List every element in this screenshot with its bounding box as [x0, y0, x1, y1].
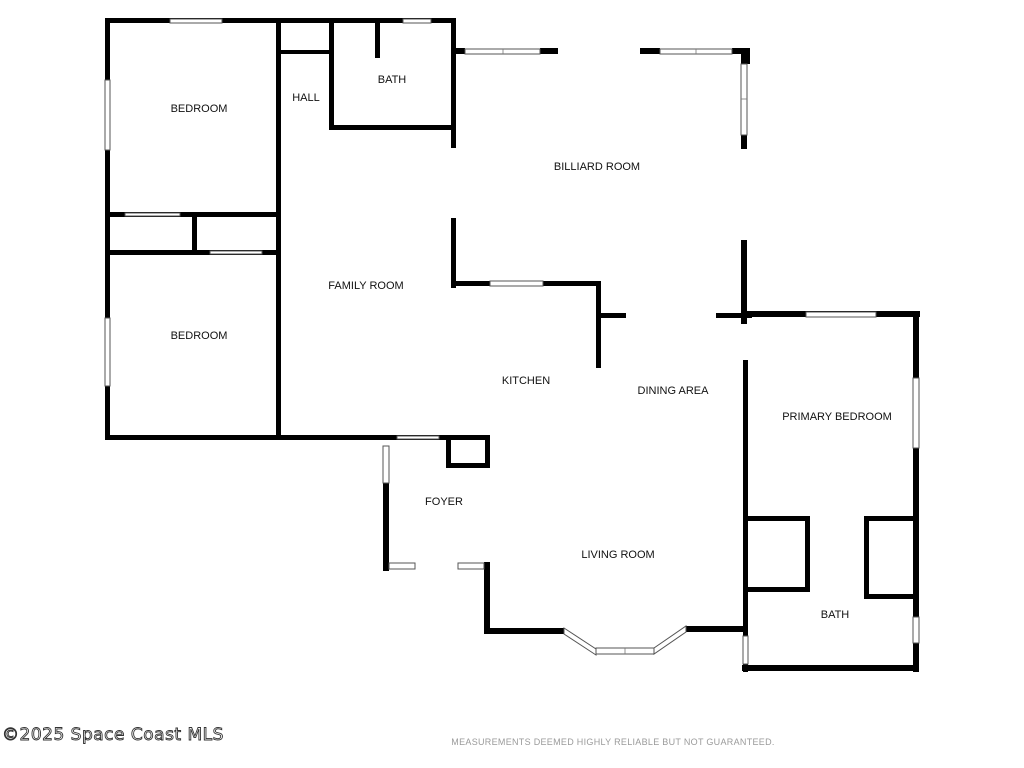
wall — [329, 125, 456, 130]
window — [457, 562, 485, 570]
wall — [640, 48, 660, 54]
room-label-family-room: FAMILY ROOM — [328, 280, 403, 292]
wall — [743, 516, 809, 521]
wall — [741, 48, 750, 64]
wall — [741, 135, 747, 149]
room-label-bath-1: BATH — [378, 74, 407, 86]
room-label-primary-bedroom: PRIMARY BEDROOM — [782, 411, 892, 423]
wall — [596, 313, 626, 318]
wall — [540, 48, 558, 54]
measurement-disclaimer: MEASUREMENTS DEEMED HIGHLY RELIABLE BUT … — [451, 737, 774, 747]
window — [740, 63, 748, 136]
wall — [105, 435, 490, 440]
bay-window-right — [653, 625, 687, 655]
wall — [451, 18, 456, 148]
room-label-hall: HALL — [292, 92, 320, 104]
wall — [805, 516, 810, 592]
wall — [864, 516, 919, 521]
wall — [281, 50, 333, 54]
walls — [105, 18, 920, 672]
room-label-dining-area: DINING AREA — [638, 385, 710, 397]
opening — [396, 435, 440, 440]
opening — [209, 250, 263, 255]
room-label-kitchen: KITCHEN — [502, 375, 550, 387]
window — [382, 445, 390, 484]
window — [912, 616, 920, 644]
window — [104, 79, 111, 151]
wall — [276, 18, 281, 440]
wall — [686, 626, 748, 632]
wall — [446, 435, 451, 468]
room-label-bedroom-2: BEDROOM — [171, 330, 228, 342]
wall — [450, 463, 490, 468]
wall — [748, 587, 810, 592]
copyright-watermark: ©2025 Space Coast MLS — [2, 725, 224, 745]
window — [742, 635, 749, 665]
room-label-bath-2: BATH — [821, 609, 850, 621]
wall — [741, 240, 747, 324]
window — [169, 18, 223, 24]
wall — [329, 22, 334, 130]
wall — [864, 594, 919, 599]
wall — [484, 628, 564, 634]
opening — [124, 212, 181, 217]
room-labels: BEDROOM HALL BATH BILLIARD ROOM FAMILY R… — [171, 74, 892, 621]
wall — [596, 281, 601, 368]
bay-window-left — [563, 627, 597, 656]
wall — [742, 665, 919, 671]
window — [464, 48, 541, 55]
wall — [375, 22, 380, 58]
wall — [451, 218, 456, 288]
window — [388, 562, 416, 570]
wall — [451, 48, 465, 54]
window — [489, 280, 544, 287]
room-label-bedroom-1: BEDROOM — [171, 103, 228, 115]
window — [805, 311, 877, 318]
wall — [913, 311, 919, 672]
window — [402, 18, 432, 24]
wall — [716, 313, 752, 318]
wall — [864, 516, 869, 598]
room-label-billiard-room: BILLIARD ROOM — [554, 161, 640, 173]
wall — [383, 483, 389, 571]
wall — [192, 212, 197, 255]
wall — [485, 435, 490, 468]
wall — [105, 18, 110, 440]
window — [912, 377, 920, 449]
windows — [104, 18, 920, 665]
wall — [484, 562, 490, 634]
room-label-foyer: FOYER — [425, 496, 463, 508]
window — [104, 317, 111, 387]
room-label-living-room: LIVING ROOM — [581, 549, 654, 561]
